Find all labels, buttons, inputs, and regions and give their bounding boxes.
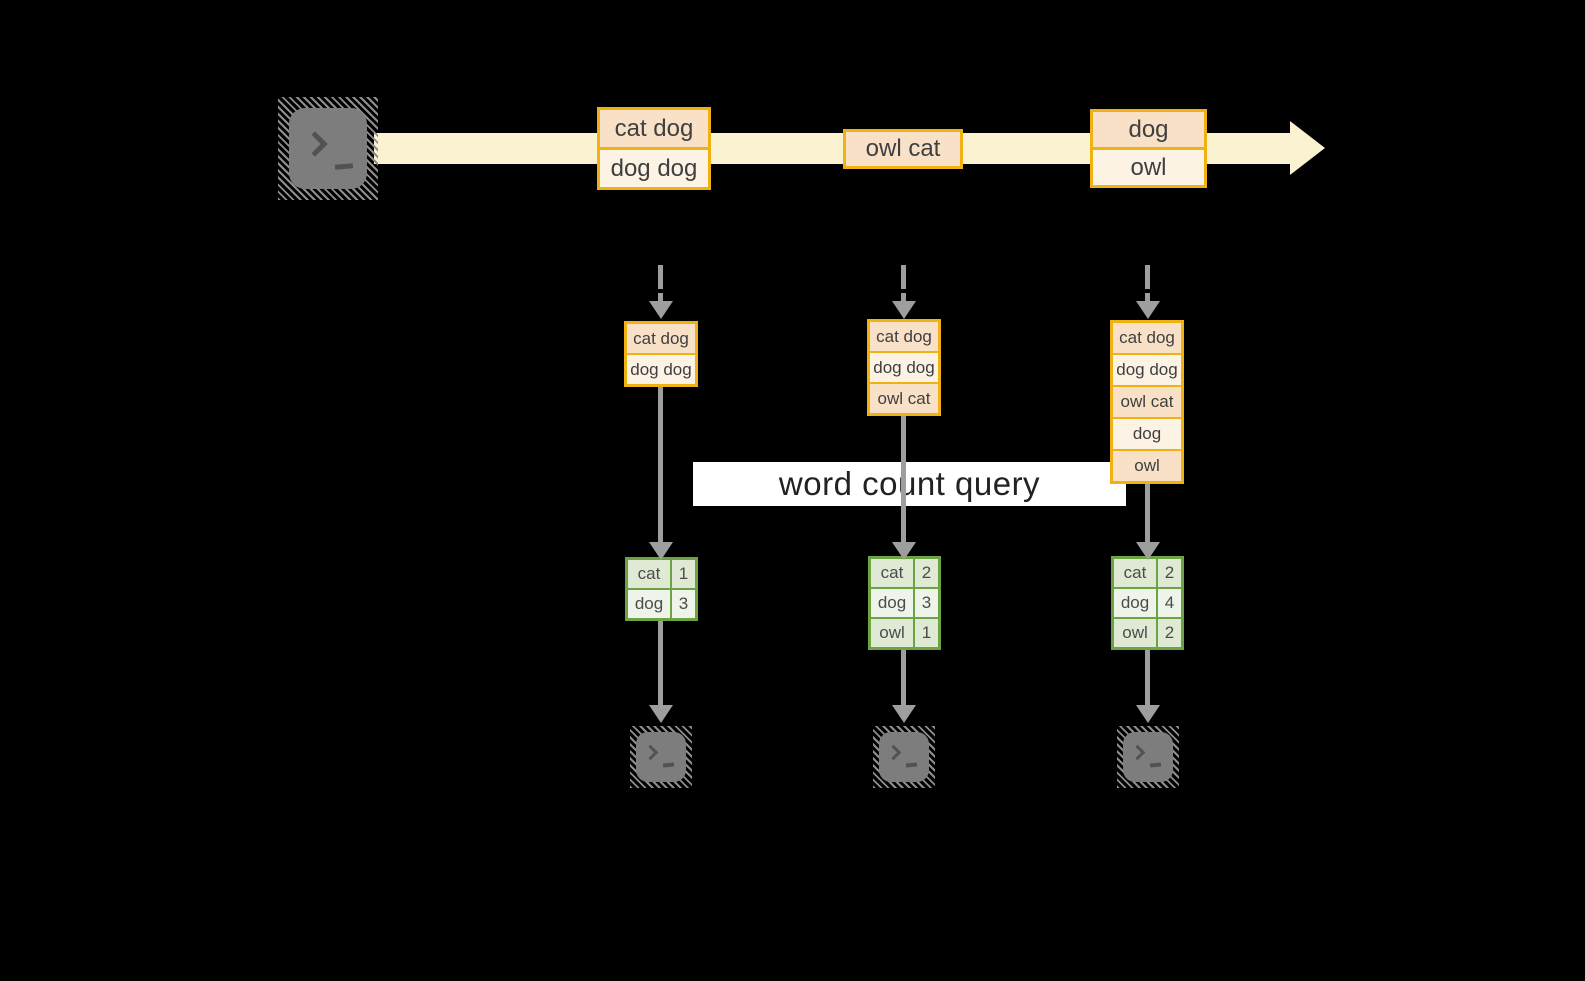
arrow-down-icon xyxy=(892,542,916,560)
buffered-record-row: dog dog xyxy=(627,353,695,384)
arrow-shaft xyxy=(1145,650,1150,706)
terminal-sink-icon xyxy=(630,726,692,788)
arrow-shaft xyxy=(658,621,663,706)
count-value-cell: 2 xyxy=(1158,619,1181,647)
arrow-down-icon xyxy=(1136,301,1160,319)
arrow-right-icon xyxy=(1290,121,1325,175)
terminal-source-icon xyxy=(278,97,378,200)
buffered-record-row: cat dog xyxy=(1113,323,1181,353)
arrow-down-icon xyxy=(649,301,673,319)
buffered-record-row: dog xyxy=(1113,417,1181,449)
prompt-cursor-icon xyxy=(334,163,354,170)
word-count-table-3: cat 2 dog 4 owl 2 xyxy=(1111,556,1184,650)
arrow-down-icon xyxy=(1136,705,1160,723)
arrow-shaft xyxy=(901,416,906,544)
arrow-shaft xyxy=(901,650,906,706)
terminal-sink-icon xyxy=(1117,726,1179,788)
buffered-record-row: owl cat xyxy=(1113,385,1181,417)
prompt-chevron-icon xyxy=(1129,744,1146,761)
count-word-cell: dog xyxy=(871,589,913,617)
dashed-arrow-segment xyxy=(901,293,906,303)
prompt-cursor-icon xyxy=(1149,762,1162,768)
terminal-screen xyxy=(879,732,929,782)
count-word-cell: cat xyxy=(1114,559,1156,587)
arrow-down-icon xyxy=(649,542,673,560)
terminal-screen xyxy=(1123,732,1173,782)
record-word-row: dog dog xyxy=(600,147,708,187)
count-word-cell: dog xyxy=(628,590,670,618)
count-value-cell: 4 xyxy=(1158,589,1181,617)
count-word-cell: owl xyxy=(1114,619,1156,647)
prompt-chevron-icon xyxy=(642,744,659,761)
count-word-cell: owl xyxy=(871,619,913,647)
prompt-chevron-icon xyxy=(885,744,902,761)
arrow-shaft xyxy=(658,387,663,544)
arrow-down-icon xyxy=(892,301,916,319)
stream-record-3: dog owl xyxy=(1090,109,1207,188)
dashed-arrow-segment xyxy=(1145,265,1150,289)
arrow-shaft xyxy=(1145,484,1150,544)
stream-record-1: cat dog dog dog xyxy=(597,107,711,190)
buffered-records-table-1: cat dog dog dog xyxy=(624,321,698,387)
dashed-arrow-segment xyxy=(901,265,906,289)
dashed-arrow-segment xyxy=(1145,293,1150,303)
prompt-cursor-icon xyxy=(662,762,675,768)
buffered-record-row: cat dog xyxy=(627,324,695,353)
count-word-cell: cat xyxy=(628,560,670,588)
dashed-arrow-segment xyxy=(658,293,663,303)
query-label: word count query xyxy=(693,462,1126,506)
query-label-text: word count query xyxy=(778,465,1041,502)
count-value-cell: 2 xyxy=(915,559,938,587)
buffered-record-row: cat dog xyxy=(870,322,938,351)
stream-record-2: owl cat xyxy=(843,129,963,169)
buffered-records-table-2: cat dog dog dog owl cat xyxy=(867,319,941,416)
record-word-row: owl xyxy=(1093,147,1204,185)
buffered-record-row: dog dog xyxy=(870,351,938,382)
buffered-record-row: dog dog xyxy=(1113,353,1181,385)
buffered-record-row: owl xyxy=(1113,449,1181,481)
dashed-arrow-segment xyxy=(658,265,663,289)
count-word-cell: cat xyxy=(871,559,913,587)
record-word-row: cat dog xyxy=(600,110,708,147)
buffered-record-row: owl cat xyxy=(870,382,938,413)
count-value-cell: 3 xyxy=(915,589,938,617)
record-word-row: owl cat xyxy=(846,132,960,166)
arrow-down-icon xyxy=(892,705,916,723)
word-count-table-1: cat 1 dog 3 xyxy=(625,557,698,621)
prompt-cursor-icon xyxy=(905,762,918,768)
count-value-cell: 3 xyxy=(672,590,695,618)
terminal-sink-icon xyxy=(873,726,935,788)
arrow-down-icon xyxy=(1136,542,1160,560)
count-value-cell: 2 xyxy=(1158,559,1181,587)
arrow-down-icon xyxy=(649,705,673,723)
record-word-row: dog xyxy=(1093,112,1204,147)
count-value-cell: 1 xyxy=(672,560,695,588)
terminal-screen xyxy=(636,732,686,782)
prompt-chevron-icon xyxy=(302,131,328,157)
count-word-cell: dog xyxy=(1114,589,1156,617)
buffered-records-table-3: cat dog dog dog owl cat dog owl xyxy=(1110,320,1184,484)
terminal-screen xyxy=(289,108,367,189)
word-count-table-2: cat 2 dog 3 owl 1 xyxy=(868,556,941,650)
count-value-cell: 1 xyxy=(915,619,938,647)
